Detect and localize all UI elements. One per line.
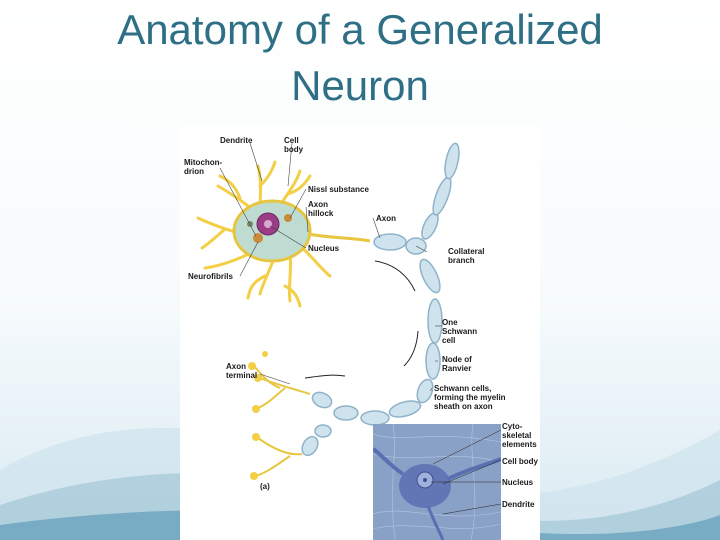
label-myelin-sheath: Schwann cells, forming the myelin sheath… [434, 384, 506, 411]
label-collateral-branch: Collateral branch [448, 247, 485, 265]
label-cytoskeletal-elements: Cyto- skeletal elements [502, 422, 537, 449]
label-axon-terminal: Axon terminal [226, 362, 258, 380]
terminal-boutons [248, 351, 268, 480]
label-panel-a: (a) [260, 482, 270, 491]
label-neurofibrils: Neurofibrils [188, 272, 233, 281]
label-axon: Axon [376, 214, 396, 223]
page-title: Anatomy of a Generalized Neuron [117, 6, 603, 109]
leader-lines [219, 142, 442, 392]
label-axon-hillock: Axon hillock [308, 200, 334, 218]
direction-arrows [304, 260, 419, 379]
micrograph-panel [373, 424, 501, 540]
label-schwann-cell: One Schwann cell [442, 318, 478, 345]
label-micro-nucleus: Nucleus [502, 478, 534, 487]
neuron-figure: Dendrite Cell body Mitochon- drion Nissl… [180, 126, 540, 540]
label-cell-body: Cell body [284, 136, 304, 154]
myelin-sheath [301, 142, 460, 457]
label-nucleus: Nucleus [308, 244, 340, 253]
axon-terminals [253, 365, 311, 477]
micrograph-image [373, 424, 501, 540]
label-micro-dendrite: Dendrite [502, 500, 535, 509]
label-dendrite: Dendrite [220, 136, 253, 145]
label-mitochondrion: Mitochon- drion [184, 158, 223, 176]
neuron-diagram [196, 142, 460, 480]
label-micro-cell-body: Cell body [502, 457, 539, 466]
label-nissl-substance: Nissl substance [308, 185, 369, 194]
label-node-of-ranvier: Node of Ranvier [442, 355, 472, 373]
